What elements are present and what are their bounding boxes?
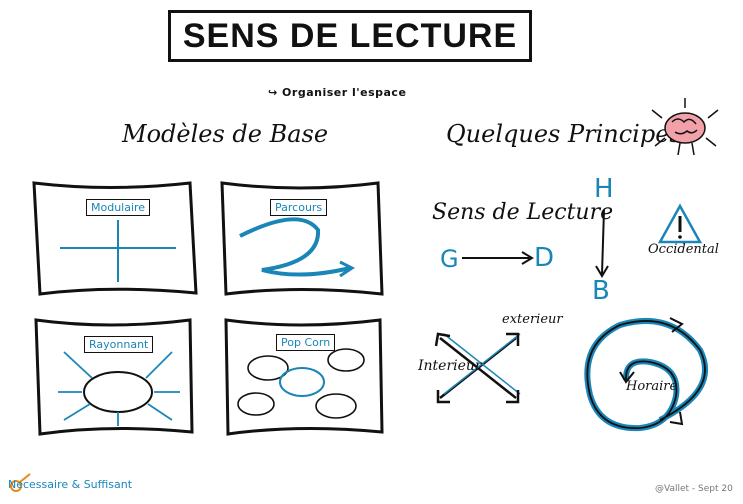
panel-frame-popcorn bbox=[224, 318, 384, 436]
letter-b: B bbox=[592, 276, 610, 306]
radial-arrows bbox=[434, 332, 521, 404]
panel-frame-modulaire bbox=[32, 181, 198, 296]
brand-logo-icon bbox=[10, 473, 31, 492]
letter-d: D bbox=[534, 243, 555, 273]
exterieur-label: exterieur bbox=[502, 312, 563, 327]
subtitle: ↪ Organiser l'espace bbox=[268, 86, 406, 99]
brain-icon bbox=[651, 98, 719, 156]
subtitle-text: Organiser l'espace bbox=[282, 86, 407, 99]
clockwise-spiral bbox=[584, 317, 708, 432]
right-heading: Quelques Principes bbox=[446, 120, 682, 148]
warning-icon bbox=[657, 203, 703, 244]
letter-g: G bbox=[440, 245, 459, 273]
panel-label-rayonnant: Rayonnant bbox=[84, 336, 154, 353]
top-to-bottom-arrow bbox=[595, 209, 609, 278]
horaire-label: Horaire bbox=[626, 379, 678, 394]
panel-label-popcorn: Pop Corn bbox=[276, 334, 336, 351]
interieur-label: Interieur bbox=[418, 358, 482, 374]
panel-frame-rayonnant bbox=[34, 318, 194, 436]
panel-label-parcours: Parcours bbox=[270, 199, 328, 216]
reading-direction-label: Sens de Lecture bbox=[432, 200, 614, 225]
subtitle-arrow-icon: ↪ bbox=[268, 86, 283, 99]
author-credit: @Vallet - Sept 20 bbox=[655, 484, 733, 494]
panel-frame-parcours bbox=[220, 181, 384, 296]
page-title: SENS DE LECTURE bbox=[182, 16, 518, 55]
left-to-right-arrow bbox=[462, 251, 534, 265]
left-heading: Modèles de Base bbox=[122, 120, 329, 148]
letter-h: H bbox=[594, 174, 614, 204]
title-box: SENS DE LECTURE bbox=[168, 10, 532, 62]
brand-name: Necessaire & Suffisant bbox=[8, 478, 133, 491]
occidental-label: Occidental bbox=[648, 242, 719, 257]
panel-label-modulaire: Modulaire bbox=[86, 199, 151, 216]
